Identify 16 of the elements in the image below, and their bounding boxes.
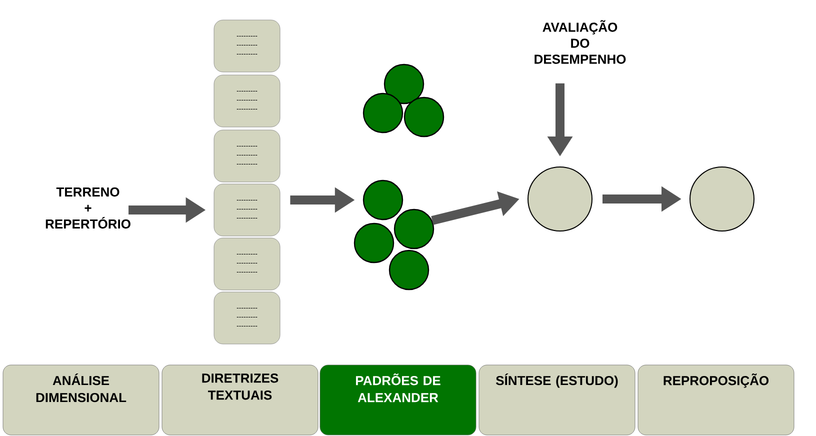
circle — [362, 180, 404, 220]
circle — [384, 64, 424, 104]
circle — [394, 208, 434, 250]
text-label: TERRENO + REPERTÓRIO — [46, 187, 130, 229]
circle — [690, 166, 754, 232]
circle — [362, 92, 404, 134]
stage-box: REPROPOSIÇÃO — [638, 364, 794, 436]
circle — [528, 166, 592, 232]
circle — [354, 222, 394, 264]
text-label: AVALIAÇÃO DO DESEMPENHO — [534, 20, 626, 64]
stage-box: SÍNTESE (ESTUDO) — [478, 364, 636, 436]
stage-box: PADRÕES DE ALEXANDER — [320, 364, 476, 436]
circle — [404, 96, 444, 138]
stage-box: DIRETRIZES TEXTUAIS — [162, 364, 318, 436]
stage-box: ANÁLISE DIMENSIONAL — [2, 364, 160, 436]
circle — [388, 250, 430, 290]
